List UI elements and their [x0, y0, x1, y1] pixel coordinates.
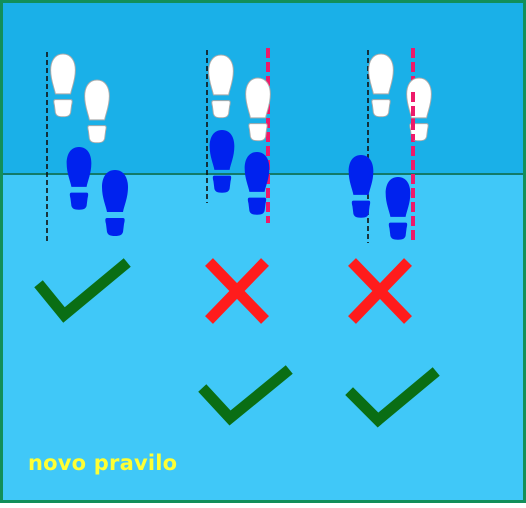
cross-icon — [205, 258, 269, 324]
check-icon — [34, 258, 131, 323]
cross-icon — [348, 258, 412, 324]
check-icon — [345, 367, 440, 428]
lower-zone — [0, 174, 526, 503]
caption-new-rule: novo pravilo — [28, 451, 178, 475]
check-icon — [198, 365, 293, 426]
